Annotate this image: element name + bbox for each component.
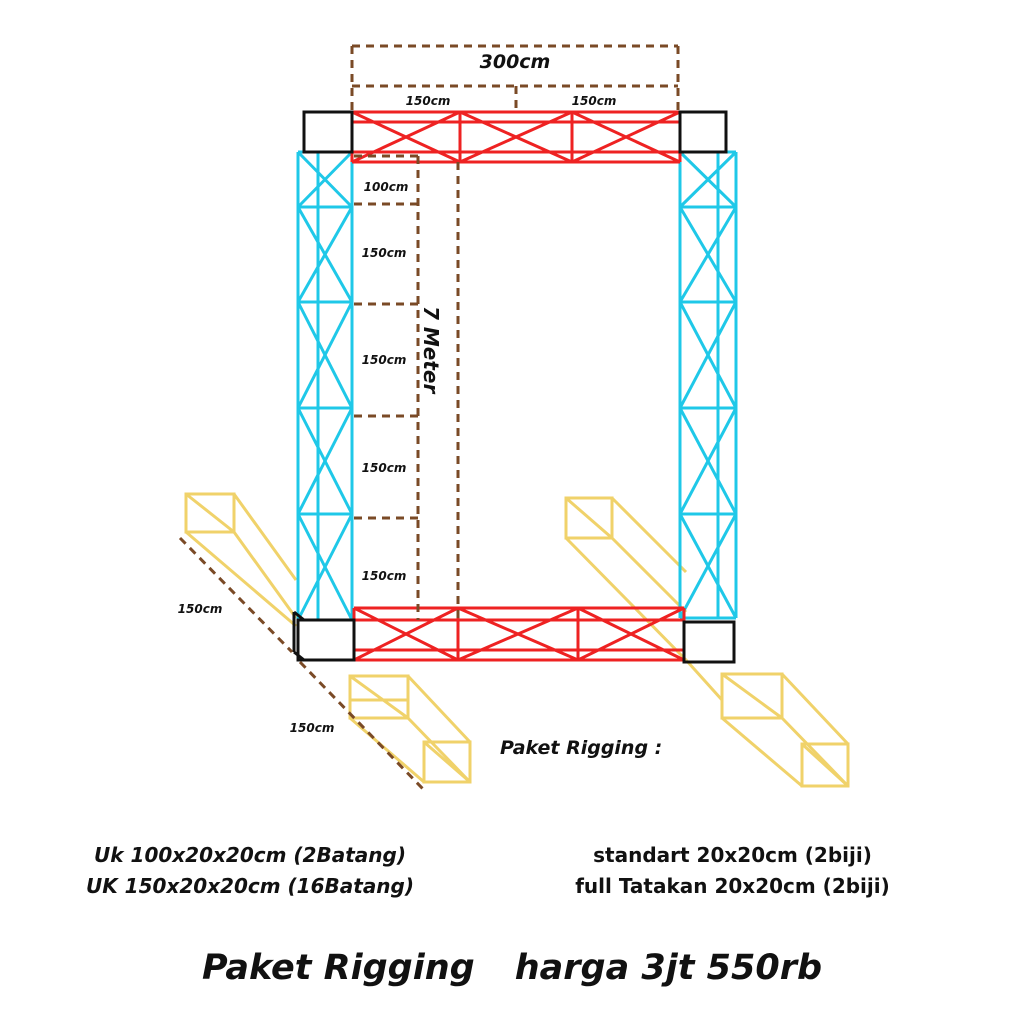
height-total-label: 7 Meter	[419, 306, 443, 394]
seg2-label: 150cm	[362, 246, 407, 260]
top-right-label: 150cm	[572, 94, 617, 108]
base-lower-label: 150cm	[290, 721, 335, 735]
dimension-lines	[178, 44, 680, 792]
spec-line: Uk 100x20x20cm (2Batang)	[94, 843, 406, 867]
corner-block-bottom-left	[296, 618, 356, 662]
corner-block-top-right	[678, 110, 728, 154]
seg1-label: 100cm	[364, 180, 409, 194]
corner-block-top-left	[302, 110, 354, 154]
price-name: Paket Rigging	[201, 948, 475, 988]
left-base-truss	[184, 492, 472, 784]
top-beam-truss	[350, 110, 682, 164]
spec-line: standart 20x20cm (2biji)	[593, 843, 872, 867]
right-specs: standart 20x20cm (2biji) full Tatakan 20…	[555, 840, 910, 902]
corner-block-bottom-right	[682, 620, 736, 664]
left-column-truss	[296, 150, 354, 622]
right-base-truss	[564, 496, 850, 788]
package-heading: Paket Rigging :	[500, 737, 662, 759]
seg4-label: 150cm	[362, 461, 407, 475]
corner-blocks	[292, 110, 736, 664]
bottom-beam-truss	[352, 606, 686, 662]
top-left-label: 150cm	[406, 94, 451, 108]
left-specs: Uk 100x20x20cm (2Batang) UK 150x20x20cm …	[70, 840, 430, 902]
width-total-label: 300cm	[480, 51, 551, 73]
seg5-label: 150cm	[362, 569, 407, 583]
spec-line: full Tatakan 20x20cm (2biji)	[575, 874, 890, 898]
seg3-label: 150cm	[362, 353, 407, 367]
price-value: harga 3jt 550rb	[514, 948, 823, 988]
price-line: Paket Rigging harga 3jt 550rb	[0, 948, 1024, 988]
right-column-truss	[678, 150, 738, 620]
spec-line: UK 150x20x20cm (16Batang)	[85, 874, 415, 898]
base-upper-label: 150cm	[178, 602, 223, 616]
